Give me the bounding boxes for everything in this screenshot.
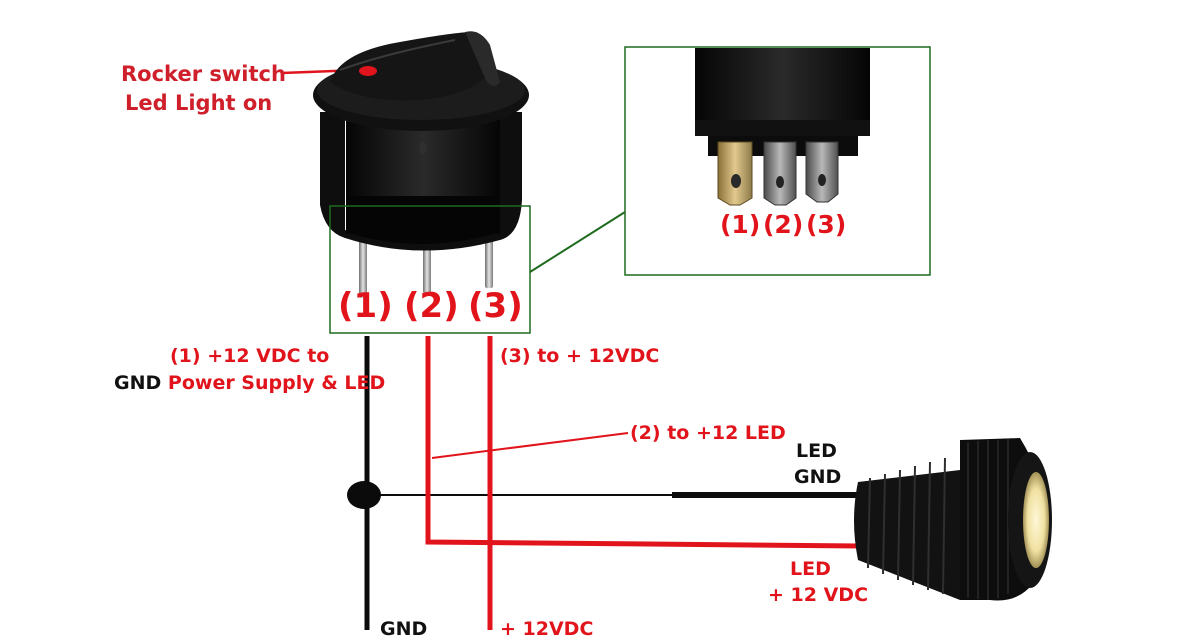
wires xyxy=(281,68,861,630)
switch-label-line1: Rocker switch xyxy=(121,62,286,86)
pin1-label-top: (1) +12 VDC to xyxy=(170,345,330,367)
gnd-junction-dot xyxy=(347,481,381,509)
pin3-label: (3) to + 12VDC xyxy=(500,345,660,367)
pin-label-3: (3) xyxy=(468,286,523,326)
led-gnd-label-1: LED xyxy=(796,440,837,462)
rocker-switch-icon xyxy=(313,31,529,298)
switch-terminals-closeup-icon xyxy=(695,48,870,206)
inset-pin-label-2: (2) xyxy=(763,210,804,239)
panel-led-icon xyxy=(854,438,1052,601)
led-vdc-label-1: LED xyxy=(790,558,831,580)
wire-pin2-to-led xyxy=(425,336,861,549)
inset-pin-label-3: (3) xyxy=(806,210,847,239)
pin1-gnd-text: GND xyxy=(114,372,162,394)
pin1-label-bottom: GND Power Supply & LED xyxy=(114,372,385,394)
bottom-gnd-label: GND xyxy=(380,618,428,640)
bottom-12v-label: + 12VDC xyxy=(500,618,594,640)
pin-label-1: (1) xyxy=(338,286,393,326)
pin-callout-box xyxy=(329,205,531,334)
inset-pin-label-1: (1) xyxy=(720,210,761,239)
led-vdc-label-2: + 12 VDC xyxy=(768,584,869,606)
callout-connector xyxy=(529,211,626,273)
switch-label-line2: Led Light on xyxy=(125,91,273,115)
pin2-label-leader xyxy=(431,432,629,459)
switch-led-indicator xyxy=(359,66,377,76)
led-gnd-label-2: GND xyxy=(794,466,842,488)
pin1-rest-text: Power Supply & LED xyxy=(167,372,386,394)
pin2-label: (2) to +12 LED xyxy=(630,422,786,444)
pin-label-2: (2) xyxy=(404,286,459,326)
